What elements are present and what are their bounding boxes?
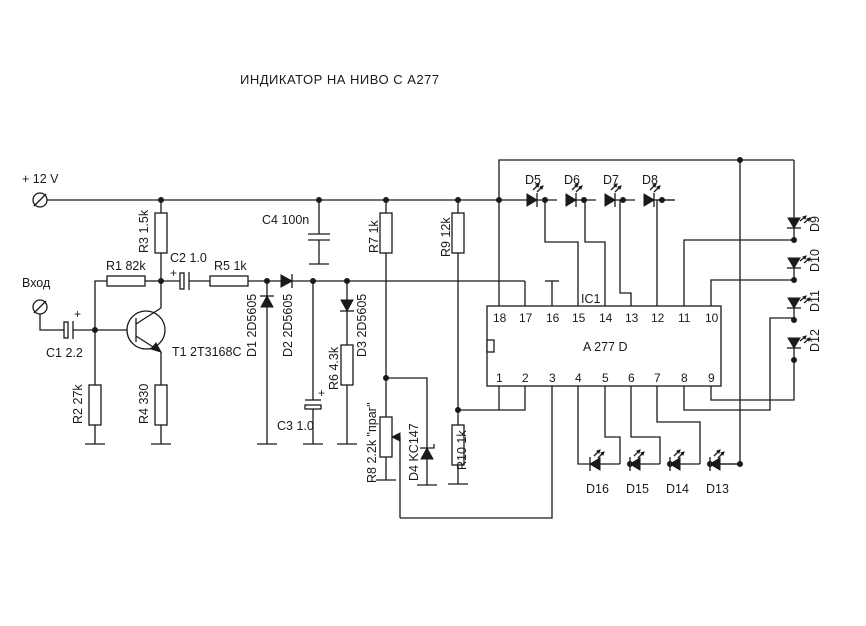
resistor-r9: R9 12k bbox=[439, 200, 465, 425]
c4-label: C4 100n bbox=[262, 213, 309, 227]
c1-plus: + bbox=[74, 307, 81, 321]
led-d9: D9 bbox=[787, 215, 822, 243]
r9-label: R9 12k bbox=[439, 217, 453, 257]
led-d5: D5 bbox=[525, 173, 557, 207]
led-d15: D15 bbox=[626, 449, 660, 496]
led-d6: D6 bbox=[564, 173, 596, 207]
led-d7: D7 bbox=[603, 173, 635, 207]
t1-label: T1 2T3168C bbox=[172, 345, 241, 359]
capacitor-c1: + C1 2.2 bbox=[46, 307, 95, 360]
led-label-d15: D15 bbox=[626, 482, 649, 496]
ic-pin-4: 4 bbox=[575, 371, 582, 385]
c2-label: C2 1.0 bbox=[170, 251, 207, 265]
r2-label: R2 27k bbox=[71, 384, 85, 424]
r5-label: R5 1k bbox=[214, 259, 247, 273]
ic-pin-14: 14 bbox=[599, 311, 613, 325]
ic-pin-5: 5 bbox=[602, 371, 609, 385]
ic-pin-17: 17 bbox=[519, 311, 533, 325]
capacitor-c2: + C2 1.0 bbox=[161, 251, 210, 290]
r10-label: R10 1k bbox=[455, 430, 469, 470]
led-label-d6: D6 bbox=[564, 173, 580, 187]
led-d13: D13 bbox=[706, 449, 740, 496]
d3-label: D3 2D5605 bbox=[355, 294, 369, 357]
r4-label: R4 330 bbox=[137, 384, 151, 424]
ic-pin-2: 2 bbox=[522, 371, 529, 385]
diode-d1: D1 2D5605 bbox=[245, 281, 277, 445]
ic-pin-6: 6 bbox=[628, 371, 635, 385]
resistor-r10: R10 1k bbox=[448, 424, 469, 485]
ic-pin-16: 16 bbox=[546, 311, 560, 325]
capacitor-c4: C4 100n bbox=[262, 200, 330, 265]
ic-pin-15: 15 bbox=[572, 311, 586, 325]
diode-d2: D2 2D5605 bbox=[280, 274, 525, 357]
ic-pin-1: 1 bbox=[496, 371, 503, 385]
ic-ref: IC1 bbox=[581, 292, 601, 306]
capacitor-c3: + C3 1.0 bbox=[277, 281, 325, 445]
d1-label: D1 2D5605 bbox=[245, 294, 259, 357]
led-label-d9: D9 bbox=[808, 216, 822, 232]
led-label-d8: D8 bbox=[642, 173, 658, 187]
transistor-t1: T1 2T3168C bbox=[95, 307, 241, 359]
resistor-r2: R2 27k bbox=[71, 330, 105, 445]
diagram-title: ИНДИКАТОР НА НИВО С А277 bbox=[240, 72, 440, 87]
ic-pin-10: 10 bbox=[705, 311, 719, 325]
led-d10: D10 bbox=[787, 249, 822, 283]
ic-pin-11: 11 bbox=[678, 311, 691, 325]
led-label-d16: D16 bbox=[586, 482, 609, 496]
ic-pin-13: 13 bbox=[625, 311, 639, 325]
ic-name: A 277 D bbox=[583, 340, 627, 354]
c3-plus: + bbox=[318, 386, 325, 400]
led-label-d5: D5 bbox=[525, 173, 541, 187]
ic-pin-12: 12 bbox=[651, 311, 665, 325]
ic-pin-8: 8 bbox=[681, 371, 688, 385]
ic-wiring bbox=[400, 157, 795, 519]
r7-label: R7 1k bbox=[367, 220, 381, 253]
input-connector: Вход bbox=[22, 276, 60, 331]
led-d8: D8 bbox=[642, 173, 674, 207]
c2-plus: + bbox=[170, 266, 177, 280]
led-d12: D12 bbox=[787, 329, 822, 363]
ic-pin-7: 7 bbox=[654, 371, 661, 385]
resistor-r3: R3 1.5k bbox=[137, 200, 168, 308]
led-label-d10: D10 bbox=[808, 249, 822, 272]
ic-pin-3: 3 bbox=[549, 371, 556, 385]
input-label: Вход bbox=[22, 276, 51, 290]
led-d14: D14 bbox=[666, 449, 700, 496]
potentiometer-r8: R8 2.2k "праг" bbox=[365, 402, 401, 518]
c3-label: C3 1.0 bbox=[277, 419, 314, 433]
c1-label: C1 2.2 bbox=[46, 346, 83, 360]
resistor-r7: R7 1k bbox=[367, 200, 393, 417]
r1-label: R1 82k bbox=[106, 259, 146, 273]
led-d16: D16 bbox=[586, 449, 620, 496]
led-label-d13: D13 bbox=[706, 482, 729, 496]
r8-label: R8 2.2k "праг" bbox=[365, 402, 379, 483]
supply-rail: + 12 V bbox=[22, 172, 527, 208]
diode-d3: D3 2D5605 bbox=[340, 281, 369, 357]
led-label-d11: D11 bbox=[808, 290, 822, 312]
ic-bottom-pins: 1 2 3 4 5 6 7 8 9 bbox=[496, 371, 715, 385]
ic-top-pins: 18 17 16 15 14 13 12 11 10 bbox=[493, 311, 719, 325]
led-label-d7: D7 bbox=[603, 173, 619, 187]
r3-label: R3 1.5k bbox=[137, 209, 151, 253]
r6-label: R6 4.3k bbox=[327, 346, 341, 390]
resistor-r4: R4 330 bbox=[137, 352, 171, 445]
d4-label: D4 KC147 bbox=[407, 423, 421, 481]
resistor-r6: R6 4.3k bbox=[327, 344, 357, 445]
led-label-d12: D12 bbox=[808, 329, 822, 352]
led-label-d14: D14 bbox=[666, 482, 689, 496]
ic-pin-18: 18 bbox=[493, 311, 507, 325]
d2-label: D2 2D5605 bbox=[281, 294, 295, 357]
zener-d4: D4 KC147 bbox=[386, 377, 437, 486]
resistor-r5: R5 1k bbox=[209, 259, 281, 287]
ic-pin-9: 9 bbox=[708, 371, 715, 385]
led-d11: D11 bbox=[787, 290, 822, 323]
supply-label: + 12 V bbox=[22, 172, 59, 186]
ic-a277d: IC1 A 277 D bbox=[486, 292, 722, 387]
